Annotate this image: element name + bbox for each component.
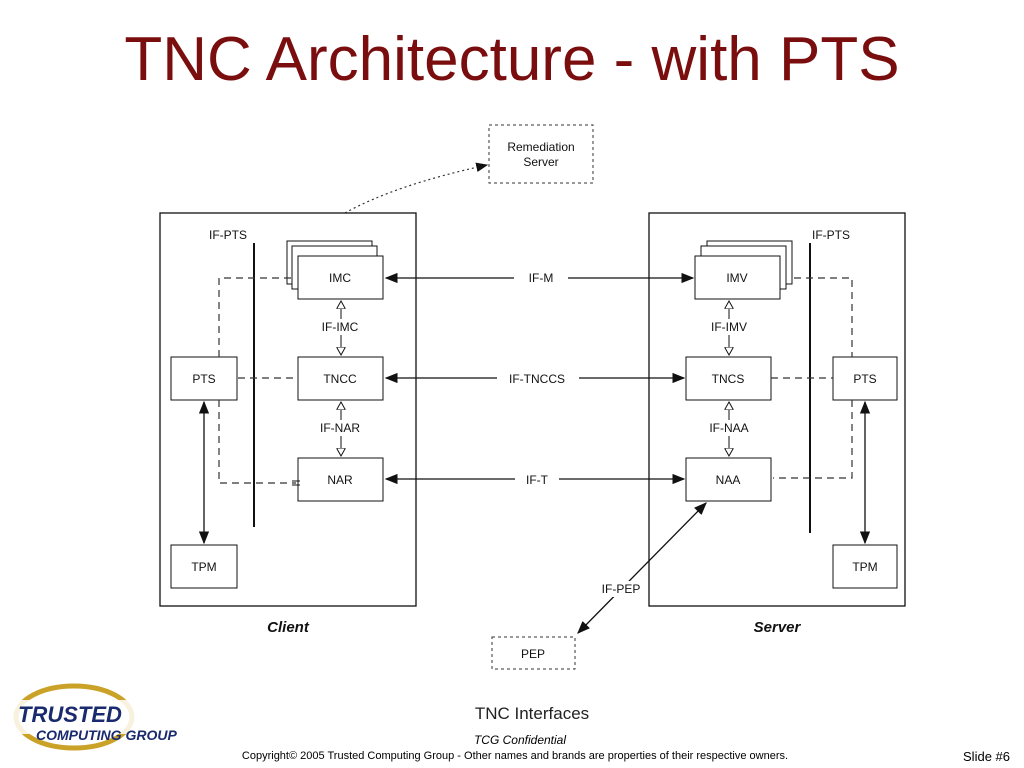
client-pts-label: PTS <box>192 372 215 386</box>
imv-box: IMV <box>694 240 793 300</box>
if-pep-label: IF-PEP <box>602 582 641 596</box>
tncc-box: TNCC <box>297 356 384 401</box>
server-tpm-label: TPM <box>852 560 877 574</box>
server-if-pts-label: IF-PTS <box>812 228 850 242</box>
if-m-label: IF-M <box>529 271 554 285</box>
slide-number: Slide #6 <box>963 749 1010 764</box>
imv-label: IMV <box>726 271 747 285</box>
client-pts-box: PTS <box>170 356 238 401</box>
nar-box: NAR <box>297 457 384 502</box>
imc-box: IMC <box>286 240 384 300</box>
client-if-pts-label: IF-PTS <box>209 228 247 242</box>
remediation-link <box>344 162 489 214</box>
pep-label: PEP <box>521 647 545 661</box>
tncs-label: TNCS <box>712 372 745 386</box>
client-tpm-box: TPM <box>170 544 238 589</box>
if-t-label: IF-T <box>526 473 549 487</box>
logo-line1: TRUSTED <box>18 702 122 727</box>
server-tpm-box: TPM <box>832 544 898 589</box>
slide-title: TNC Architecture - with PTS <box>124 25 900 94</box>
if-naa-label: IF-NAA <box>709 421 748 435</box>
client-tpm-label: TPM <box>191 560 216 574</box>
server-pts-label: PTS <box>853 372 876 386</box>
client-pts-dashed-links <box>218 277 296 484</box>
if-pep-arrow <box>577 502 707 634</box>
client-frame <box>159 212 417 607</box>
confidential-label: TCG Confidential <box>473 733 567 747</box>
if-imv-label: IF-IMV <box>711 320 747 334</box>
remediation-label-line1: Remediation <box>507 140 574 154</box>
logo-line2: COMPUTING GROUP <box>36 727 177 743</box>
imc-label: IMC <box>329 271 351 285</box>
naa-box: NAA <box>685 457 772 502</box>
remediation-label-line2: Server <box>523 155 558 169</box>
remediation-server-box: Remediation Server <box>488 124 594 184</box>
trusted-computing-group-logo: TRUSTED COMPUTING GROUP <box>12 683 202 751</box>
server-frame <box>648 212 906 607</box>
if-tnccs-label: IF-TNCCS <box>509 372 565 386</box>
server-pts-dashed-links <box>771 277 853 479</box>
server-pts-box: PTS <box>832 356 898 401</box>
server-label: Server <box>754 619 802 636</box>
tncc-label: TNCC <box>323 372 357 386</box>
client-label: Client <box>267 619 310 636</box>
diagram-caption: TNC Interfaces <box>474 704 590 723</box>
nar-label: NAR <box>327 473 353 487</box>
copyright-notice: Copyright© 2005 Trusted Computing Group … <box>241 750 789 762</box>
pep-box: PEP <box>491 636 576 670</box>
if-imc-label: IF-IMC <box>322 320 359 334</box>
naa-label: NAA <box>716 473 741 487</box>
tncs-box: TNCS <box>685 356 772 401</box>
if-nar-label: IF-NAR <box>320 421 360 435</box>
